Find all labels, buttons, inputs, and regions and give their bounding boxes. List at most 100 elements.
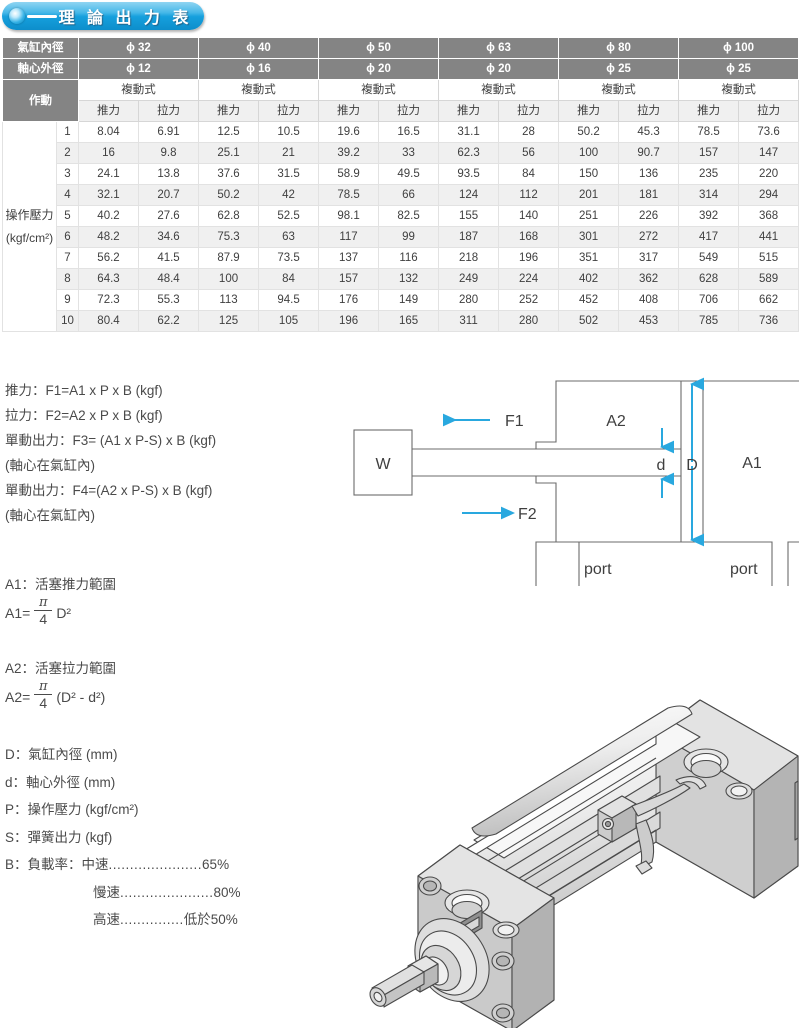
cell: 224 (498, 268, 560, 290)
cell: 157 (678, 142, 740, 164)
cell: 62.8 (198, 205, 260, 227)
area-a1-block: A1：活塞推力範圍 A1= π 4 D² (5, 573, 305, 628)
cell: 117 (318, 226, 380, 248)
cell: 218 (438, 247, 500, 269)
cell: 736 (738, 310, 800, 332)
diagram-label-f2: F2 (518, 506, 537, 523)
table-row-data: 操作壓力 (kgf/cm²) 1 8.04 6.91 12.5 10.5 19.… (2, 121, 800, 332)
area-a1-equation: A1= π 4 D² (5, 596, 305, 628)
area-a2-title: A2：活塞拉力範圍 (5, 661, 117, 676)
cell: 48.4 (137, 268, 200, 290)
action-type-3: 複動式 (438, 79, 560, 101)
cell: 220 (738, 163, 800, 185)
cell: 515 (738, 247, 800, 269)
cell: 82.5 (378, 205, 440, 227)
cell: 628 (678, 268, 740, 290)
cell: 549 (678, 247, 740, 269)
area-a2-equation: A2= π 4 (D² - d²) (5, 680, 305, 712)
cell: 351 (558, 247, 620, 269)
table-row-data: 4 32.1 20.7 50.2 42 78.5 66 124 112 201 … (3, 184, 800, 206)
cell: 56 (498, 142, 560, 164)
pressure-index: 4 (56, 184, 79, 206)
cell: 16.5 (378, 121, 440, 143)
formula-f4-note: (軸心在氣缸內) (5, 508, 95, 523)
banner-rule-icon (27, 14, 57, 18)
cell: 301 (558, 226, 620, 248)
cell: 75.3 (198, 226, 260, 248)
action-type-5: 複動式 (678, 79, 800, 101)
cell: 132 (378, 268, 440, 290)
cell: 155 (438, 205, 500, 227)
fraction-bar-icon (34, 610, 53, 611)
cell: 39.2 (318, 142, 380, 164)
cell: 116 (378, 247, 440, 269)
rod-bearing-assembly (369, 918, 490, 1008)
rod-size-1: ϕ 16 (198, 58, 320, 80)
cell: 94.5 (258, 289, 320, 311)
cell: 392 (678, 205, 740, 227)
cylinder-schematic-diagram: W F1 F2 A2 A1 d D port port (340, 370, 800, 600)
cell: 27.6 (137, 205, 200, 227)
cell: 113 (198, 289, 260, 311)
cell: 66 (378, 184, 440, 206)
cell: 84 (258, 268, 320, 290)
bore-size-0: ϕ 32 (77, 37, 200, 59)
cell: 42 (258, 184, 320, 206)
cylinder-right-edge (787, 541, 799, 586)
cylinder-upper-left-wall (535, 380, 681, 449)
cell: 62.3 (438, 142, 500, 164)
definition-d-bore: D：氣缸內徑 (mm) (5, 747, 118, 762)
table-row-bore: 氣缸內徑 ϕ 32 ϕ 40 ϕ 50 ϕ 63 ϕ 80 ϕ 100 (2, 37, 800, 59)
definition-s-spring: S：彈簧出力 (kgf) (5, 829, 113, 845)
table-row-data: 9 72.3 55.3 113 94.5 176 149 280 252 452… (3, 289, 800, 311)
table-row-data: 10 80.4 62.2 125 105 196 165 311 280 502… (3, 310, 800, 332)
cell: 20.7 (137, 184, 200, 206)
diagram-label-a2: A2 (606, 413, 626, 430)
subheader-pull-3: 拉力 (498, 100, 560, 122)
pressure-index: 1 (56, 121, 79, 143)
bore-size-4: ϕ 80 (558, 37, 680, 59)
fraction-denominator: 4 (39, 611, 48, 627)
cell: 73.6 (738, 121, 800, 143)
cell: 441 (738, 226, 800, 248)
cell: 252 (498, 289, 560, 311)
cell: 16 (78, 142, 139, 164)
cell: 196 (318, 310, 380, 332)
formula-f4: 單動出力：F4=(A2 x P-S) x B (kgf) (5, 483, 213, 498)
pressure-index: 5 (56, 205, 79, 227)
cell: 112 (498, 184, 560, 206)
rod-size-4: ϕ 25 (558, 58, 680, 80)
bore-size-5: ϕ 100 (678, 37, 800, 59)
formula-f2: 拉力：F2=A2 x P x B (kgf) (5, 408, 163, 423)
pressure-index: 6 (56, 226, 79, 248)
cell: 314 (678, 184, 740, 206)
subheader-push-4: 推力 (558, 100, 620, 122)
cell: 50.2 (558, 121, 620, 143)
diagram-label-port-right: port (730, 561, 758, 578)
row-header-rod: 軸心外徑 (2, 58, 79, 80)
table-row-action: 作動 複動式 複動式 複動式 複動式 複動式 複動式 (2, 79, 800, 122)
cell: 49.5 (378, 163, 440, 185)
cell: 402 (558, 268, 620, 290)
cell: 149 (378, 289, 440, 311)
cell: 280 (498, 310, 560, 332)
cell: 99 (378, 226, 440, 248)
table-row-data: 2 16 9.8 25.1 21 39.2 33 62.3 56 100 90.… (3, 142, 800, 164)
formula-f3-note: (軸心在氣缸內) (5, 458, 95, 473)
cell: 362 (618, 268, 680, 290)
cell: 201 (558, 184, 620, 206)
subheader-pull-2: 拉力 (378, 100, 440, 122)
schematic-svg: W F1 F2 A2 A1 d D port port (353, 377, 799, 586)
bore-size-2: ϕ 50 (318, 37, 440, 59)
diagram-label-bore-dia: D (686, 457, 698, 474)
cell: 368 (738, 205, 800, 227)
cell: 37.6 (198, 163, 260, 185)
symbol-definition-list: D：氣缸內徑 (mm) d：軸心外徑 (mm) P：操作壓力 (kgf/cm²)… (5, 741, 335, 934)
rod-size-2: ϕ 20 (318, 58, 440, 80)
table-row-data: 7 56.2 41.5 87.9 73.5 137 116 218 196 35… (3, 247, 800, 269)
tie-rod-top (471, 705, 693, 837)
area-a2-lhs: A2= (5, 688, 31, 705)
table-row-rod: 軸心外徑 ϕ 12 ϕ 16 ϕ 20 ϕ 20 ϕ 25 ϕ 25 (2, 58, 800, 80)
load-rate-fast-row: 高速...............低於50% (5, 906, 335, 934)
cell: 13.8 (137, 163, 200, 185)
